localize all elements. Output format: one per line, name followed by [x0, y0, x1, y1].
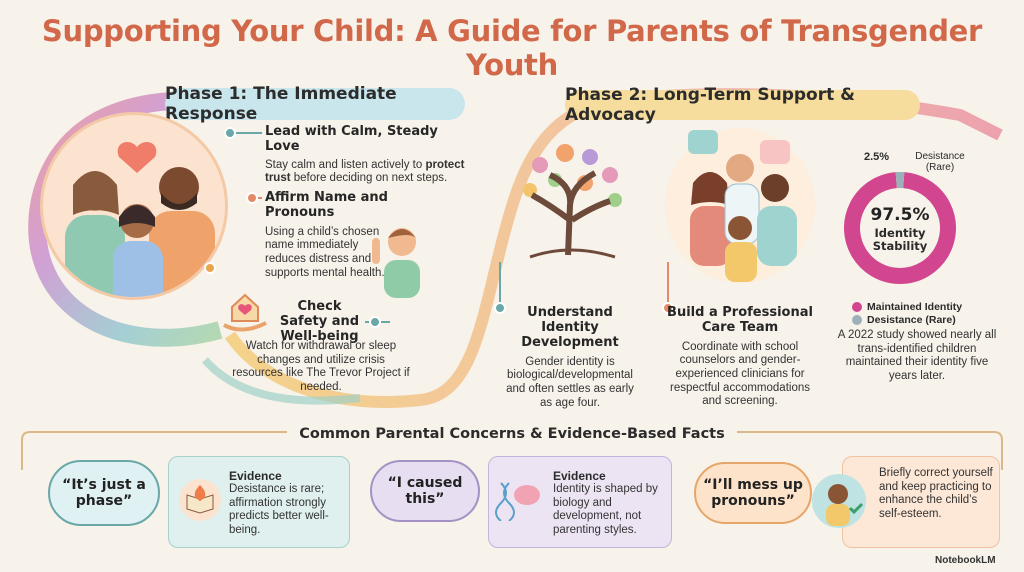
evidence-label: Evidence — [553, 469, 606, 483]
phase1-item-calm: Lead with Calm, Steady Love Stay calm an… — [265, 124, 465, 186]
item-title: Check Safety and Well-being — [279, 299, 360, 344]
dna-brain-icon — [495, 479, 543, 522]
brand-logo: NotebookLM — [935, 555, 996, 566]
legend-swatch — [852, 315, 862, 325]
phase2-item-identity: Understand Identity Development Gender i… — [505, 305, 635, 410]
item-text: Watch for withdrawal or sleep changes an… — [232, 340, 410, 393]
identity-donut-chart: 97.5% — [844, 172, 956, 284]
evidence-card-caused: Evidence Identity is shaped by biology a… — [488, 456, 672, 548]
evidence-label: Evidence — [229, 469, 282, 483]
phase2-item-care-team: Build a Professional Care Team Coordinat… — [665, 305, 815, 409]
item-text: Coordinate with school counselors and ge… — [670, 340, 810, 408]
timeline-dot — [494, 302, 506, 314]
care-team-illustration — [665, 128, 815, 283]
item-title: Lead with Calm, Steady Love — [265, 124, 438, 154]
item-text: Using a child’s chosen name immediately … — [265, 225, 385, 279]
item-text: Gender identity is biological/developmen… — [506, 355, 634, 409]
evidence-text: Desistance is rare; affirmation strongly… — [229, 483, 329, 536]
timeline-dot — [224, 127, 236, 139]
donut-center-value: 97.5% — [871, 205, 930, 225]
timeline-dot — [369, 316, 381, 328]
donut-slice-maintained — [844, 172, 956, 284]
tree-illustration — [510, 135, 635, 265]
phase1-item-safety-title-wrap: Check Safety and Well-being — [272, 299, 367, 345]
donut-small-label: Desistance (Rare) — [915, 151, 965, 173]
item-title: Understand Identity Development — [521, 305, 619, 350]
legend-desistance: Desistance (Rare) — [852, 314, 956, 326]
brain-icon — [760, 140, 790, 164]
item-title: Build a Professional Care Team — [667, 305, 813, 335]
phase2-label: Phase 2: Long-Term Support & Advocacy — [565, 85, 920, 125]
donut-note: A 2022 study showed nearly all trans-ide… — [837, 329, 997, 382]
timeline-dot — [662, 302, 674, 314]
phase1-item-affirm: Affirm Name and Pronouns Using a child’s… — [265, 190, 390, 280]
book-icon — [688, 130, 718, 154]
item-title: Affirm Name and Pronouns — [265, 190, 388, 220]
evidence-card-pronouns: Briefly correct yourself and keep practi… — [842, 456, 1000, 548]
item-text: Stay calm and listen actively to protect… — [265, 158, 465, 185]
evidence-text: Identity is shaped by biology and develo… — [553, 483, 658, 536]
donut-center-label: Identity Stability — [872, 226, 928, 253]
myth-cloud-phase: “It’s just a phase” — [48, 460, 160, 526]
child-waving-illustration — [372, 220, 432, 300]
book-flame-icon — [179, 479, 221, 521]
legend-maintained: Maintained Identity — [852, 301, 962, 313]
evidence-text: Briefly correct yourself and keep practi… — [879, 467, 993, 520]
child-check-icon — [812, 474, 866, 528]
timeline-dot — [246, 192, 258, 204]
page-title: Supporting Your Child: A Guide for Paren… — [41, 14, 983, 82]
timeline-dot — [204, 262, 216, 274]
house-hand-icon — [220, 285, 270, 335]
myth-cloud-caused: “I caused this” — [370, 460, 480, 522]
concerns-heading: Common Parental Concerns & Evidence-Base… — [287, 426, 737, 442]
legend-swatch — [852, 302, 862, 312]
donut-small-value: 2.5% — [864, 151, 890, 163]
phase1-label: Phase 1: The Immediate Response — [165, 84, 465, 124]
evidence-card-phase: Evidence Desistance is rare; affirmation… — [168, 456, 350, 548]
family-illustration — [40, 112, 228, 300]
myth-cloud-pronouns: “I’ll mess up pronouns” — [694, 462, 812, 524]
